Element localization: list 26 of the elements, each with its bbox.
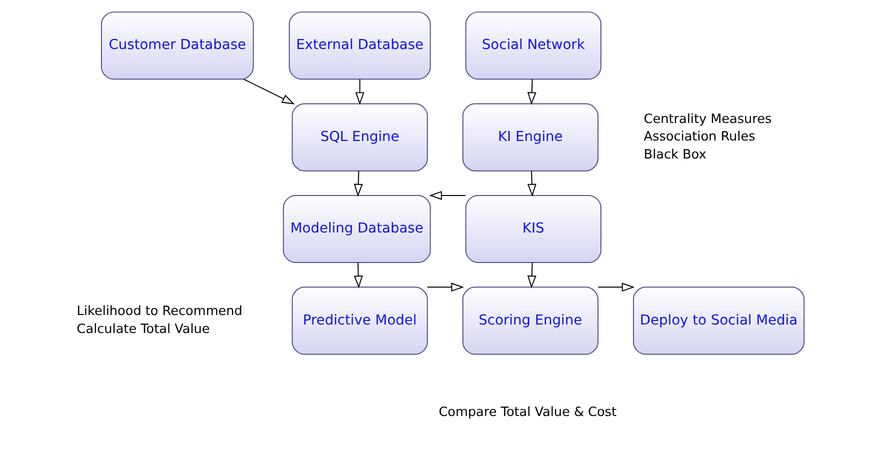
node-label: Likelihood to Recommend <box>76 304 242 320</box>
arrow <box>598 282 635 292</box>
node-box: Customer Database <box>100 12 254 80</box>
node-label: Association Rules <box>644 130 756 145</box>
arrow <box>355 78 364 106</box>
arrow <box>426 282 464 292</box>
arrow <box>527 262 536 288</box>
arrow <box>243 78 295 104</box>
node-label: Compare Total Value & Cost <box>438 404 616 420</box>
node-label: Centrality Measures <box>644 112 772 127</box>
node-box: Social Network <box>465 12 602 80</box>
arrow <box>354 262 363 288</box>
node-box: Modeling Database <box>282 194 431 264</box>
node-box: KI Engine <box>462 103 598 172</box>
node-box: SQL Engine <box>292 103 428 172</box>
arrow <box>527 78 536 106</box>
node-box: Predictive Model <box>292 286 428 355</box>
node-box: External Database <box>288 12 431 80</box>
node-label: Black Box <box>644 147 706 162</box>
node-box: Scoring Engine <box>462 286 598 355</box>
arrow <box>429 190 466 200</box>
node-box: Deploy to Social Media <box>632 286 805 355</box>
arrow <box>527 170 536 197</box>
arrow <box>354 170 363 197</box>
node-label: Calculate Total Value <box>76 322 210 337</box>
node-box: KIS <box>465 194 602 264</box>
